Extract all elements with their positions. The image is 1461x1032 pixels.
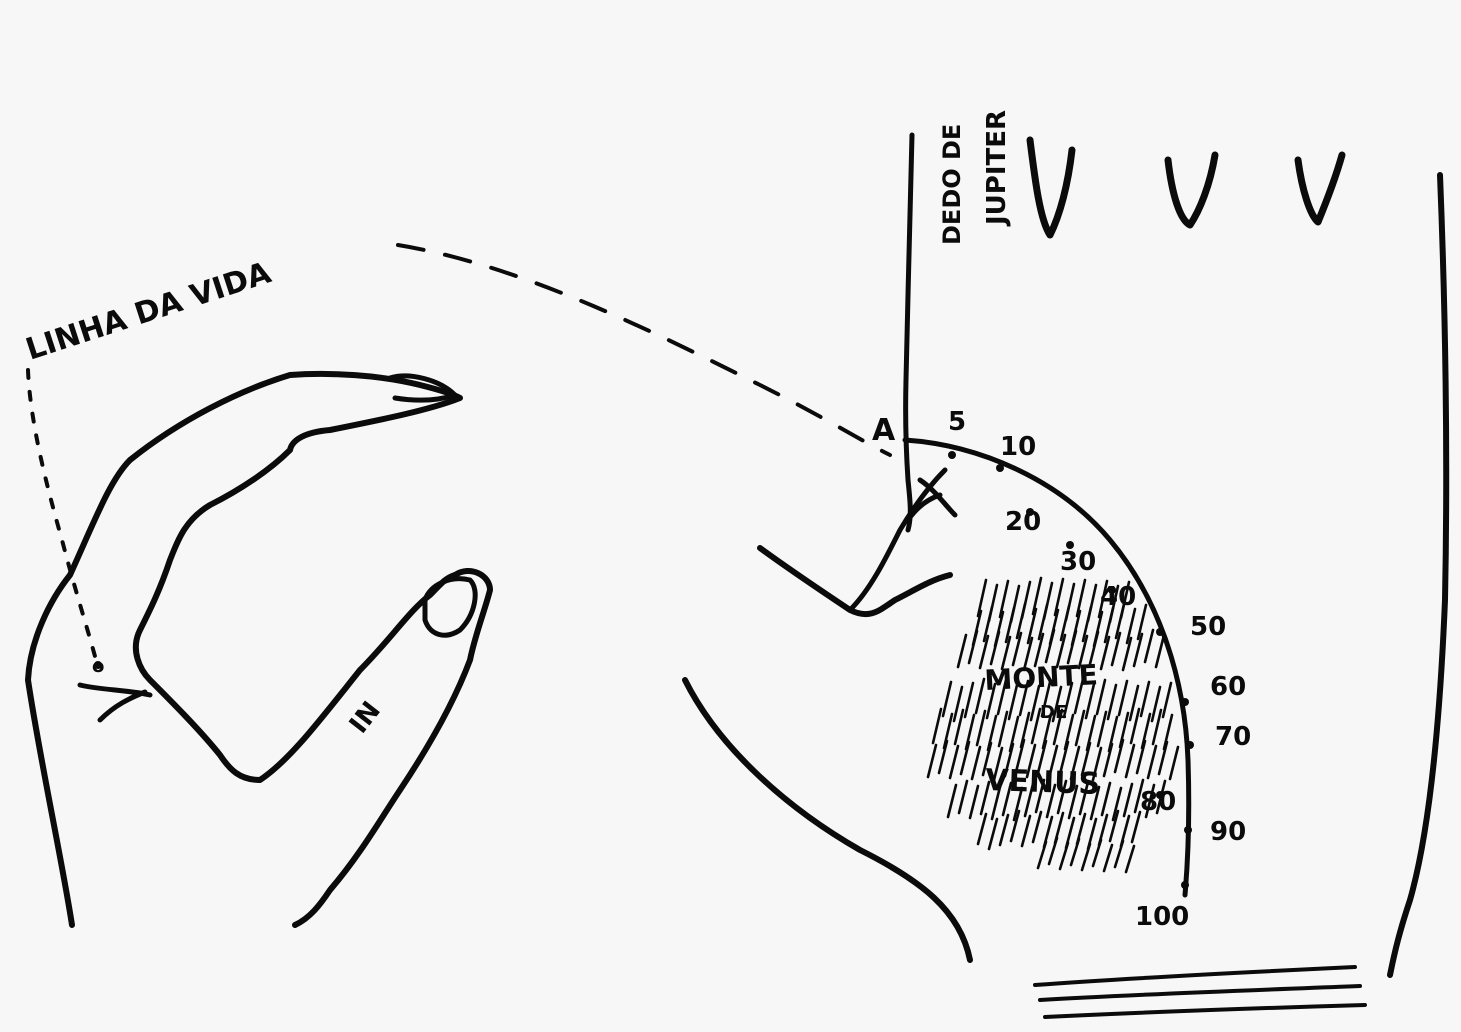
life-line-label: LINHA DA VIDA [22,255,276,367]
hatch-stroke [948,785,956,817]
hatch-stroke [1046,630,1054,662]
life-line-dashed [398,245,890,455]
hatch-stroke [969,631,977,663]
finger-v-3 [1298,155,1342,222]
life-line-dotted-left [28,370,96,660]
age-scale-label-60: 60 [1210,672,1246,702]
hatch-stroke [991,632,999,664]
hatch-stroke [1033,812,1041,842]
hatch-stroke [1137,741,1145,773]
hatch-stroke [978,814,986,844]
hatch-stroke [1115,740,1123,772]
hatch-stroke [1156,635,1164,667]
age-scale-label-5: 5 [948,407,966,437]
hatch-stroke [1104,845,1112,871]
wrist-lines [1035,967,1365,1017]
mount-label-line1: MONTE [984,658,1099,697]
hatch-stroke [1159,742,1167,774]
hatch-stroke [1126,846,1134,872]
age-scale-tick-70 [1186,741,1194,749]
hatch-stroke [1124,784,1132,816]
finger-v-1 [1030,140,1072,235]
jupiter-label-bottom: JUPITER [982,110,1012,227]
hatch-stroke [1071,839,1079,865]
hatch-stroke [939,741,947,773]
hatch-stroke [1102,783,1110,815]
age-scale-tick-5 [948,451,956,459]
left-hand-drawing [28,370,490,925]
hatch-stroke [1049,838,1057,864]
right-wrist-curve [685,680,970,960]
hatch-stroke [1115,841,1123,867]
hatch-stroke [1108,685,1116,719]
finger-v-2 [1168,155,1215,225]
age-scale-label-50: 50 [1190,612,1226,642]
hatch-stroke [970,786,978,818]
age-scale-tick-100 [1181,881,1189,889]
hatch-stroke [1076,711,1084,745]
mount-venus-hatching [928,578,1178,872]
hatch-stroke [977,711,985,745]
hatch-stroke [959,781,967,813]
hatch-stroke [972,747,980,779]
hatch-stroke [943,682,951,716]
hatch-stroke [1022,816,1030,846]
hatch-stroke [989,819,997,849]
hatch-stroke [1170,747,1178,779]
hatch-stroke [1119,681,1127,715]
mount-label-line2: DE [1040,702,1067,723]
hatch-stroke [1082,844,1090,870]
hatch-stroke [1000,815,1008,845]
hatch-stroke [958,635,966,667]
hatch-stroke [1068,631,1076,663]
jupiter-label-top: DEDO DE [938,124,966,245]
hatch-stroke [1145,630,1153,662]
hatch-stroke [961,742,969,774]
hatch-stroke [965,683,973,717]
hatch-stroke [928,745,936,777]
age-scale-label-40: 40 [1100,582,1136,612]
age-scale-label-30: 30 [1060,547,1096,577]
age-scale-tick-90 [1184,826,1192,834]
hatch-stroke [1148,746,1156,778]
point-o-label: o [92,656,104,677]
age-scale-label-70: 70 [1215,722,1251,752]
hatch-stroke [999,712,1007,746]
hatch-stroke [1060,843,1068,869]
left-thumb [295,571,490,925]
age-scale-tick-60 [1181,698,1189,706]
age-scale-label-100: 100 [1135,902,1189,932]
left-thumb-nail [425,579,475,636]
age-scale-tick-10 [996,464,1004,472]
hatch-stroke [1132,812,1140,842]
age-scale-label-80: 80 [1140,787,1176,817]
age-scale-label-10: 10 [1000,432,1036,462]
left-crease [80,685,150,720]
hatch-stroke [1163,683,1171,717]
hatch-stroke [1104,744,1112,776]
hatch-stroke [976,679,984,713]
right-edge-line [1390,175,1446,975]
hatch-stroke [1141,682,1149,716]
hatch-stroke [933,709,941,743]
age-scale-label-90: 90 [1210,817,1246,847]
hatch-stroke [1126,745,1134,777]
point-a-label: A [872,413,896,448]
mount-label-line3: VENUS [985,763,1101,802]
age-scale-label-20: 20 [1005,507,1041,537]
jupiter-finger-line [906,135,912,530]
hatch-stroke [950,746,958,778]
hatch-stroke [1093,840,1101,866]
hatch-stroke [1098,712,1106,746]
hatch-stroke [1038,842,1046,868]
finger-tag-label: IN [344,696,387,739]
